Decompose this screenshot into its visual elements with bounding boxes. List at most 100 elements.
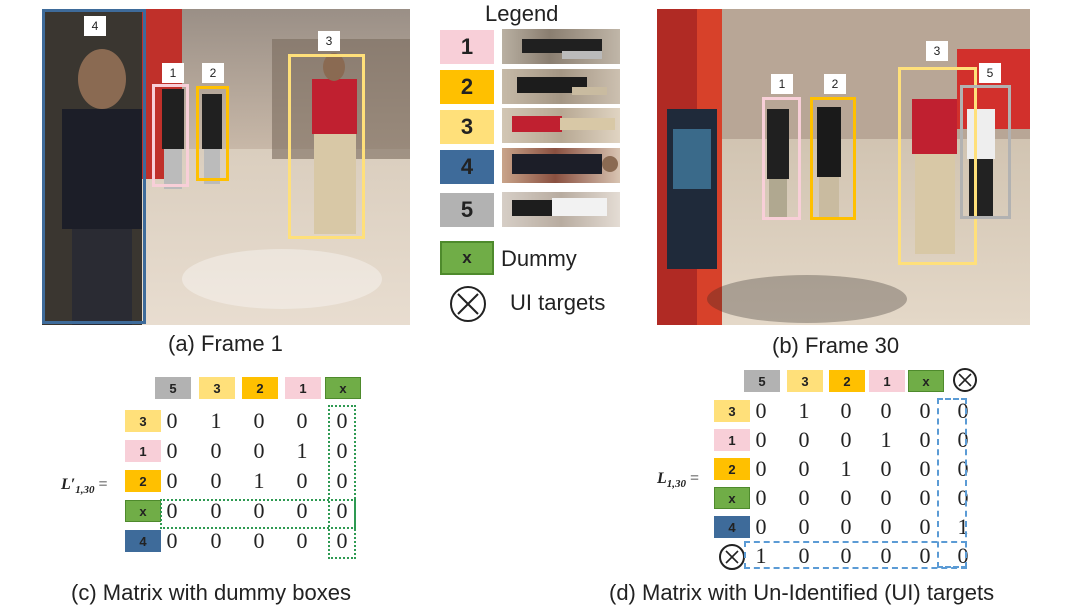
matrix_c-cell-4-1: 0: [210, 528, 222, 553]
matrix_c-cell-4-0: 0: [166, 528, 178, 553]
matrix_d-cell-1-3: 1: [880, 427, 892, 452]
legend-dummy-chip: x: [440, 241, 494, 275]
matrix_d-cell-1-0: 0: [755, 427, 767, 452]
legend-thumb-1-figure: [522, 39, 602, 59]
matrix_d-row-header-2: 2: [714, 458, 750, 480]
frame-1-box-4-label: 4: [84, 16, 106, 36]
matrix_c-cell-4-2: 0: [253, 528, 265, 553]
matrix_c-cell-4-3: 0: [296, 528, 308, 553]
matrix_d-cell-5-0: 1: [755, 543, 767, 568]
matrix_d-cell-4-0: 0: [755, 514, 767, 539]
matrix_d-cell-2-0: 0: [755, 456, 767, 481]
matrix_c-cell-3-3: 0: [296, 498, 308, 523]
matrix_c-cell-0-3: 0: [296, 408, 308, 433]
matrix_d-cell-3-4: 0: [919, 485, 931, 510]
matrix_c-cell-1-1: 0: [210, 438, 222, 463]
legend-thumb-5-figure: [512, 198, 607, 216]
matrix_d-cell-0-4: 0: [919, 398, 931, 423]
matrix_d-cell-2-3: 0: [880, 456, 892, 481]
legend-thumb-5: [502, 192, 620, 227]
legend-ui-text: UI targets: [510, 290, 606, 315]
matrix-c-label-sub: 1,30: [75, 484, 95, 497]
frame-30-box-5: [960, 85, 1011, 219]
legend-thumb-1: [502, 29, 620, 64]
matrix-d-label: L1,30 =: [657, 470, 699, 490]
frame-30-box-1: [762, 97, 801, 220]
legend-chip-3: 3: [440, 110, 494, 144]
matrix_d-cell-4-2: 0: [840, 514, 852, 539]
frame-1-box-4: [42, 9, 146, 324]
frame-1-box-2-label: 2: [202, 63, 224, 83]
matrix_d-cell-4-3: 0: [880, 514, 892, 539]
matrix_d-row-header-5: [719, 544, 745, 570]
matrix_d-col-header-4: x: [908, 370, 944, 392]
matrix_d-cell-3-3: 0: [880, 485, 892, 510]
legend-thumb-4: [502, 148, 620, 183]
legend-chip-2: 2: [440, 70, 494, 104]
matrix_c-col-header-2: 2: [242, 377, 278, 399]
matrix_c-cell-2-0: 0: [166, 468, 178, 493]
matrix_d-col-header-2: 2: [829, 370, 865, 392]
matrix_d-col-header-0: 5: [744, 370, 780, 392]
matrix_d-cell-5-3: 0: [880, 543, 892, 568]
matrix_d-cell-0-0: 0: [755, 398, 767, 423]
matrix_d-cell-3-0: 0: [755, 485, 767, 510]
matrix_d-cell-5-4: 0: [919, 543, 931, 568]
matrix-d-caption: (d) Matrix with Un-Identified (UI) targe…: [609, 580, 995, 605]
matrix_c-cell-3-4: 0: [336, 498, 348, 523]
matrix_c-cell-0-1: 1: [210, 408, 222, 433]
matrix_c-cell-1-4: 0: [336, 438, 348, 463]
matrix_c-highlight-0: [328, 405, 356, 559]
matrix_d-row-header-3: x: [714, 487, 750, 509]
matrix_c-cell-4-4: 0: [336, 528, 348, 553]
matrix_d-cell-1-5: 0: [957, 427, 969, 452]
frame-30-scene: [657, 9, 1030, 325]
legend-thumb-4-figure: [512, 154, 618, 174]
frame-1-box-3-label: 3: [318, 31, 340, 51]
matrix_d-cell-5-1: 0: [798, 543, 810, 568]
legend-chip-4: 4: [440, 150, 494, 184]
matrix-d-label-sub: 1,30: [666, 478, 687, 491]
matrix_d-cell-4-4: 0: [919, 514, 931, 539]
legend-thumb-2-figure: [517, 77, 607, 95]
legend-dummy-text: Dummy: [501, 246, 577, 271]
frame-30-box-1-label: 1: [771, 74, 793, 94]
legend-thumb-3: [502, 108, 620, 143]
frame-1-scene: [42, 9, 410, 325]
matrix-d-label-main: L: [657, 470, 667, 487]
matrix_d-cell-1-4: 0: [919, 427, 931, 452]
matrix_d-cell-1-1: 0: [798, 427, 810, 452]
frame-1-image: 4 1 2 3: [42, 9, 410, 325]
matrix_d-cell-4-5: 1: [957, 514, 969, 539]
otimes-cross: [457, 293, 479, 315]
matrix-c-label-eq: =: [98, 476, 108, 493]
matrix_c-col-header-4: x: [325, 377, 361, 399]
matrix_d-cell-3-1: 0: [798, 485, 810, 510]
matrix_d-row-header-0: 3: [714, 400, 750, 422]
frame-30-box-3: [898, 67, 977, 265]
frame-30-box-2: [810, 97, 856, 220]
frame-30-box-5-label: 5: [979, 63, 1001, 83]
matrix_c-cell-2-3: 0: [296, 468, 308, 493]
matrix_c-row-header-0: 3: [125, 410, 161, 432]
frame-1-box-1: [152, 84, 189, 187]
matrix_c-cell-1-0: 0: [166, 438, 178, 463]
matrix_c-cell-0-2: 0: [253, 408, 265, 433]
frame-1-caption: (a) Frame 1: [168, 331, 283, 356]
matrix_d-cell-2-2: 1: [840, 456, 852, 481]
matrix_d-col-header-3: 1: [869, 370, 905, 392]
matrix_c-cell-3-2: 0: [253, 498, 265, 523]
matrix_d-cell-3-2: 0: [840, 485, 852, 510]
matrix_c-row-header-2: 2: [125, 470, 161, 492]
legend-chip-5: 5: [440, 193, 494, 227]
matrix-c-label-main: L′: [61, 476, 76, 493]
matrix_c-cell-2-1: 0: [210, 468, 222, 493]
matrix_c-row-header-4: 4: [125, 530, 161, 552]
frame-30-image: 1 2 3 5: [657, 9, 1030, 325]
matrix_d-highlight-1: [744, 541, 967, 569]
matrix_d-col-header-1: 3: [787, 370, 823, 392]
frame-1-box-2: [196, 86, 229, 181]
matrix_d-row-header-1: 1: [714, 429, 750, 451]
matrix_d-cell-3-5: 0: [957, 485, 969, 510]
matrix_d-cell-0-5: 0: [957, 398, 969, 423]
